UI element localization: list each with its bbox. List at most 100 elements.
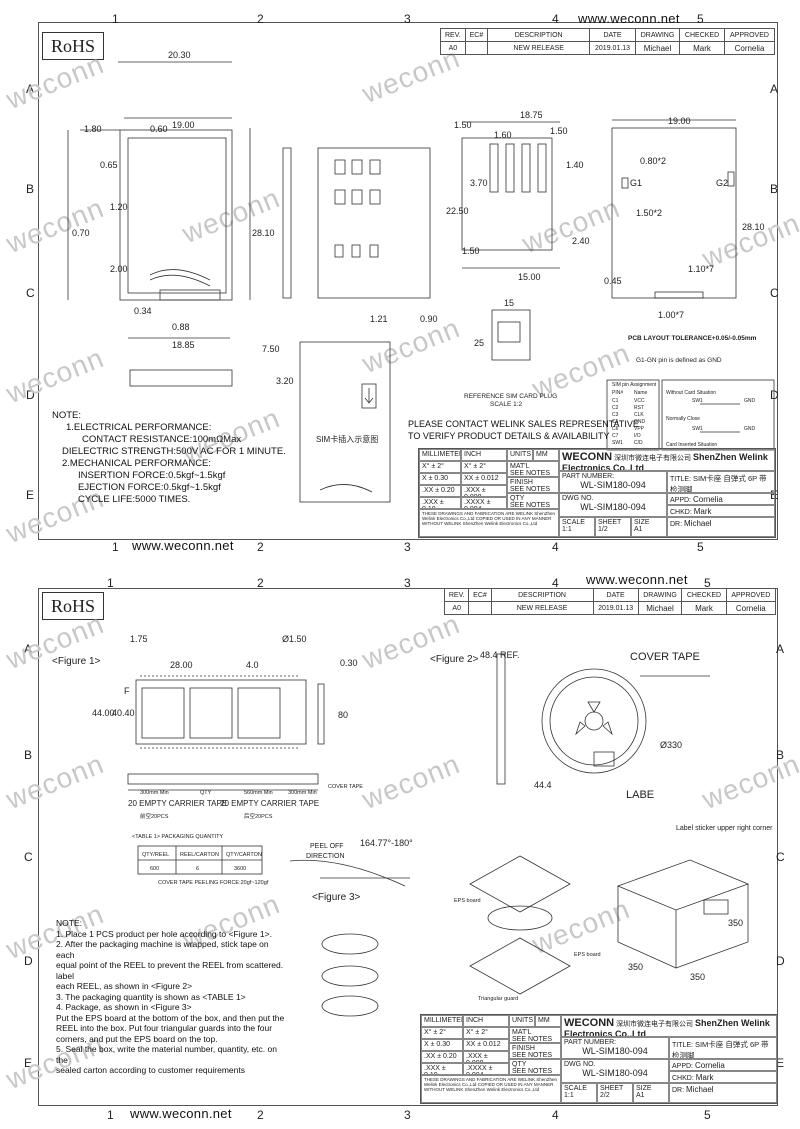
- website-url-top[interactable]: www.weconn.net: [586, 572, 688, 587]
- tb-sheet-label: SHEET: [600, 1085, 624, 1092]
- pin-cell: C3: [612, 412, 619, 418]
- label-callout: LABE: [626, 789, 654, 801]
- cover-tape-label: COVER TAPE: [630, 651, 700, 663]
- pcb-tolerance-note: PCB LAYOUT TOLERANCE+0.05/-0.05mm: [628, 335, 757, 342]
- brand-logo: WECONN: [562, 451, 613, 463]
- pad: [334, 244, 344, 258]
- pack-header: QTY/CARTON: [226, 852, 262, 858]
- website-url-top[interactable]: www.weconn.net: [578, 11, 680, 26]
- pad: [369, 189, 381, 205]
- zone-letter-a-right: A: [776, 642, 785, 656]
- note-line: NOTE:: [52, 410, 82, 421]
- pin-cell: C/D: [634, 440, 643, 446]
- revision-table: REV. EC# DESCRIPTION DATE DRAWING CHECKE…: [443, 588, 777, 615]
- note-line: NOTE:: [56, 918, 82, 928]
- insert-arrow-box: [361, 383, 377, 409]
- peel-force-note: COVER TAPE PEELING FORCE:20gf~120gf: [158, 880, 269, 886]
- note-line: CYCLE LIFE:5000 TIMES.: [78, 494, 191, 505]
- tb-scale-label: SCALE: [562, 519, 585, 526]
- peel-direction-arc: [289, 859, 406, 887]
- reel-spoke: [602, 721, 613, 736]
- tb-sheet-value: 1/2: [598, 526, 608, 533]
- note-line: CONTACT RESISTANCE:100mΩMax: [82, 434, 242, 445]
- dim-label: 350: [728, 918, 743, 928]
- tb-appd-label: APPD:: [670, 497, 692, 504]
- zone-number-2-bottom: 2: [257, 1108, 264, 1122]
- tb-inch: INCH: [463, 1015, 509, 1027]
- website-url-bottom[interactable]: www.weconn.net: [132, 538, 234, 553]
- tb-part-label: PART NUMBER:: [564, 1039, 617, 1046]
- rev-cell: 2019.01.13: [592, 601, 639, 615]
- carrier-tape: [135, 679, 307, 745]
- reel-hub: [584, 711, 604, 731]
- rev-header: EC#: [464, 28, 489, 42]
- stacked-reel: [321, 933, 379, 955]
- front-view-outline: [129, 369, 233, 387]
- tb-disclaimer: THESE DRAWINGS AND FABRICATION ARE WELIN…: [421, 1075, 561, 1103]
- tape-strip: [127, 773, 319, 785]
- pad: [334, 189, 346, 205]
- zone-number-3: 3: [404, 12, 411, 26]
- rev-cell: Mark: [681, 601, 727, 615]
- tb-title-value: SIM卡座 自弹式 6P 带检测脚: [670, 474, 767, 493]
- stacked-reel: [321, 995, 379, 1017]
- tb-scale-value: 1:1: [564, 1092, 574, 1099]
- brand-cn: 深圳市微连电子有限公司: [614, 455, 692, 462]
- tb-see-notes: SEE NOTES: [512, 1036, 553, 1043]
- note-line: sealed carton according to customer requ…: [56, 1065, 245, 1075]
- pin-cell: SW1: [612, 440, 623, 446]
- pin-row: [654, 291, 704, 299]
- zone-number-4-bottom: 4: [552, 540, 559, 554]
- dim-label: G1: [630, 178, 642, 188]
- dim-label: 1.00*7: [658, 310, 684, 320]
- dim-label: 4.0: [246, 660, 259, 670]
- sim-insert-label: SIM卡插入示意图: [316, 434, 378, 444]
- tb-mm: MILLIMETERS: [419, 449, 461, 461]
- switch-title: Card Inserted Situation: [666, 442, 717, 448]
- pin-header: Name: [634, 390, 648, 396]
- pin-cell: VCC: [634, 398, 645, 404]
- dim-label: 1.50: [462, 246, 480, 256]
- pack-header: QTY/REEL: [142, 852, 169, 858]
- zone-letter-c: C: [24, 850, 33, 864]
- sheet1-notes: NOTE: 1.ELECTRICAL PERFORMANCE: CONTACT …: [52, 410, 286, 506]
- tb-inch: INCH: [461, 449, 507, 461]
- pad: [351, 244, 361, 258]
- tb-see-notes: SEE NOTES: [512, 1068, 553, 1075]
- switch-label: GND: [744, 426, 756, 432]
- dim-label: 44.4: [534, 780, 552, 790]
- reference-card-scale: SCALE 1:2: [490, 401, 523, 408]
- tb-size-value: A1: [634, 526, 643, 533]
- brand-logo: WECONN: [564, 1017, 615, 1029]
- website-url-bottom[interactable]: www.weconn.net: [130, 1106, 232, 1121]
- tb-chkd-label: CHKD:: [672, 1075, 694, 1082]
- tb-mm: MILLIMETERS: [421, 1015, 463, 1027]
- g2-pad: [727, 171, 735, 187]
- dim-label: 1.75: [130, 634, 148, 644]
- zone-number-1-bottom: 1: [112, 540, 119, 554]
- tape-pocket: [141, 687, 185, 739]
- eps-board-label: EPS board: [454, 898, 481, 904]
- tape-min-length: 560mm Min: [244, 790, 273, 796]
- zone-letter-e: E: [24, 1056, 33, 1070]
- pad: [369, 244, 379, 258]
- pad: [334, 159, 346, 175]
- dim-label: 20.30: [168, 50, 191, 60]
- dim-label: 15.00: [518, 272, 541, 282]
- reel-label: [593, 751, 615, 767]
- zone-letter-a: A: [26, 82, 35, 96]
- zone-number-3-bottom: 3: [404, 1108, 411, 1122]
- zone-letter-e: E: [26, 488, 35, 502]
- tb-title: TITLE: SIM卡座 自弹式 6P 带检测脚: [669, 1037, 777, 1059]
- pack-header: REEL/CARTON: [180, 852, 219, 858]
- pack-cell: 3600: [234, 866, 246, 872]
- reference-sim-card: [491, 309, 531, 361]
- dim-label: 40.40: [112, 708, 135, 718]
- tb-appd: APPD: Cornelia: [669, 1059, 777, 1071]
- dim-label: 0.30: [340, 658, 358, 668]
- pin-cell: C1: [612, 398, 619, 404]
- tb-dwg-number: WL-SIM180-094: [580, 502, 646, 512]
